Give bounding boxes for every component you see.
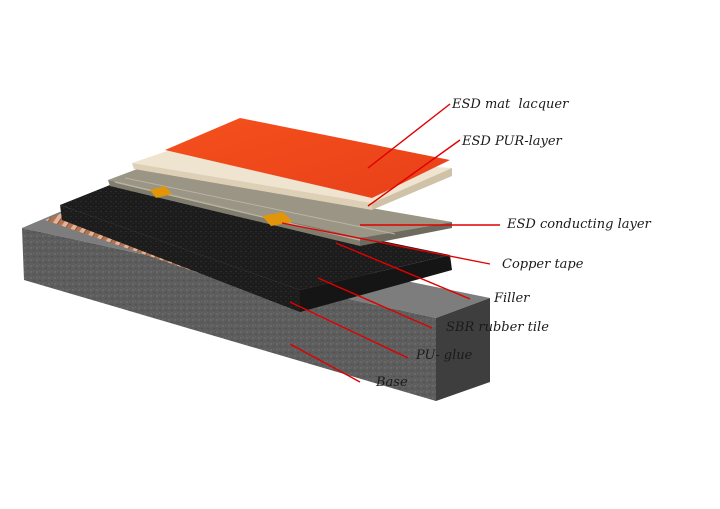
- label-sbr-rubber-tile: SBR rubber tile: [446, 320, 549, 335]
- leader-lines: [281, 103, 500, 383]
- copper-tape-piece-2: [262, 212, 293, 226]
- label-esd-mat-lacquer: ESD mat lacquer: [451, 97, 569, 112]
- label-esd-conducting-layer: ESD conducting layer: [506, 217, 652, 232]
- label-pu-glue: PU- glue: [415, 348, 473, 363]
- label-base: Base: [375, 375, 408, 390]
- leader-line-esd-mat-lacquer: [367, 103, 451, 169]
- leader-line-base: [289, 343, 361, 383]
- copper-tape-pieces: [150, 186, 293, 226]
- leader-line-filler: [335, 242, 471, 300]
- esd-mat-lacquer-layer: [165, 118, 450, 198]
- copper-tape-piece-1: [150, 186, 172, 198]
- leader-line-copper-tape: [281, 222, 491, 265]
- label-esd-pur-layer: ESD PUR-layer: [461, 134, 563, 149]
- leader-line-sbr-rubber-tile: [317, 277, 433, 329]
- leader-line-pu-glue: [289, 301, 409, 359]
- label-filler: Filler: [493, 291, 530, 306]
- sbr-rubber-tile-layer: [60, 185, 452, 312]
- label-copper-tape: Copper tape: [502, 257, 584, 272]
- leader-line-esd-pur-layer: [367, 139, 461, 207]
